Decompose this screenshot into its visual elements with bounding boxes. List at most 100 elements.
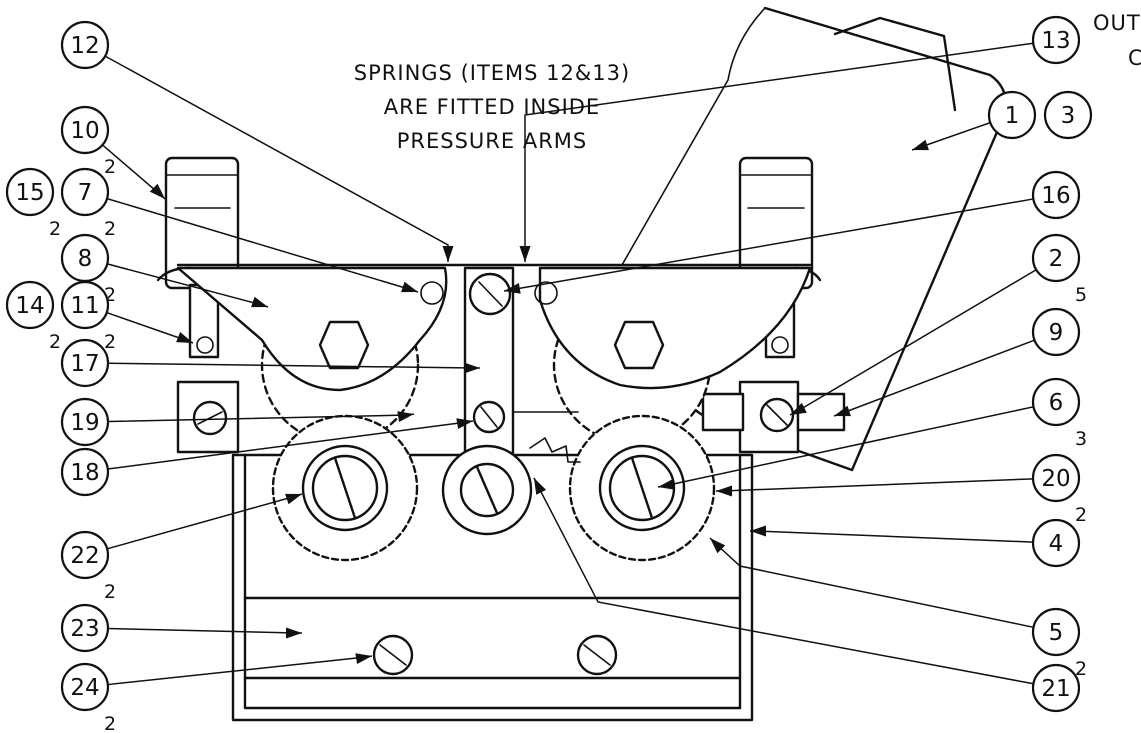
callout-circle-17 [60,338,110,388]
callout-circle-7 [60,167,110,217]
center-guide [463,266,579,455]
callout-20: 202 [1031,453,1087,526]
leader-arrowhead-11 [176,331,193,343]
callout-qty-15: 2 [49,218,61,240]
callout-circle-2 [1031,233,1081,283]
callout-1: 1 [987,90,1037,140]
callout-number-15: 15 [15,180,44,206]
callout-qty-7: 2 [104,218,116,240]
leader-line-23 [107,627,302,634]
leader-arrowhead-18 [456,418,473,430]
callout-24: 242 [60,662,116,733]
callout-number-20: 20 [1041,466,1070,492]
note-line-3: PRESSURE ARMS [397,129,588,153]
callout-2: 25 [1031,233,1087,306]
callout-number-21: 21 [1041,676,1070,702]
callout-qty-5: 2 [1075,658,1087,680]
callout-12: 12 [60,20,110,70]
side-note-line-2: C [1128,46,1141,70]
callout-4: 4 [1031,518,1081,568]
leader-arrowhead-13 [519,246,531,262]
callout-number-3: 3 [1061,103,1076,129]
callout-3: 3 [1043,90,1093,140]
callout-qty-22: 2 [104,581,116,603]
callout-circle-6 [1031,377,1081,427]
leader-arrowhead-4 [750,525,766,537]
side-note: OUT C [1093,11,1141,70]
callout-circle-4 [1031,518,1081,568]
leader-arrowhead-2 [790,402,807,415]
callout-circle-5 [1031,607,1081,657]
callout-number-8: 8 [78,246,93,272]
callout-circle-1 [987,90,1037,140]
callout-number-9: 9 [1049,320,1064,346]
callout-qty-24: 2 [104,713,116,733]
leader-line-2 [789,269,1037,416]
callout-number-22: 22 [70,543,99,569]
callout-circle-20 [1031,453,1081,503]
callout-circle-16 [1031,170,1081,220]
leader-arrowhead-24 [355,653,372,665]
callout-21: 21 [1031,663,1081,713]
note-line-1: SPRINGS (ITEMS 12&13) [354,61,630,85]
callout-number-24: 24 [70,675,99,701]
callout-14: 142 [5,280,61,353]
leader-arrowhead-1 [912,139,929,151]
callout-qty-10: 2 [104,156,116,178]
callout-number-1: 1 [1005,103,1020,129]
callout-number-13: 13 [1041,28,1070,54]
callout-number-12: 12 [70,33,99,59]
callout-17: 17 [60,338,110,388]
leader-arrowhead-19 [397,411,414,423]
leader-arrowhead-5 [710,538,726,554]
leader-arrowhead-23 [286,627,302,639]
callout-number-4: 4 [1049,531,1064,557]
callout-23: 23 [60,603,110,653]
callout-13: 13 [1031,15,1081,65]
callout-number-16: 16 [1041,183,1070,209]
leader-line-9 [833,339,1035,417]
callout-circle-19 [60,397,110,447]
callout-qty-14: 2 [49,331,61,353]
callout-circle-15 [5,167,55,217]
callout-circle-10 [60,105,110,155]
callout-9: 9 [1031,307,1081,357]
callout-circle-12 [60,20,110,70]
leader-arrowhead-7 [401,281,418,293]
callout-circle-11 [60,280,110,330]
mounting-screws [372,634,618,676]
callout-7: 72 [60,167,116,240]
callout-circle-13 [1031,15,1081,65]
callout-11: 112 [60,280,116,353]
callout-number-23: 23 [70,616,99,642]
leader-line-5 [709,537,1034,629]
callout-qty-11: 2 [104,331,116,353]
leader-line-4 [750,530,1034,543]
leader-lines [101,42,1037,686]
springs-note: SPRINGS (ITEMS 12&13) ARE FITTED INSIDE … [354,61,630,153]
leader-arrowhead-21 [534,478,547,495]
leader-line-20 [716,478,1034,492]
callout-22: 222 [60,530,116,603]
callout-number-19: 19 [70,410,99,436]
leader-arrowhead-12 [442,246,454,262]
leader-arrowhead-6 [658,478,675,490]
leader-arrowhead-20 [716,485,732,497]
callout-circle-22 [60,530,110,580]
lower-drive-gears [271,414,716,562]
callout-circle-21 [1031,663,1081,713]
callout-qty-2: 5 [1075,284,1087,306]
leader-line-12 [104,55,449,262]
side-note-line-1: OUT [1093,11,1141,35]
callout-number-14: 14 [15,293,44,319]
callout-number-17: 17 [70,351,99,377]
callout-15: 152 [5,167,61,240]
leader-arrowhead-9 [834,405,851,417]
callout-5: 52 [1031,607,1087,680]
callout-19: 19 [60,397,110,447]
callout-number-10: 10 [70,118,99,144]
leader-arrowhead-17 [464,362,480,374]
callout-16: 16 [1031,170,1081,220]
